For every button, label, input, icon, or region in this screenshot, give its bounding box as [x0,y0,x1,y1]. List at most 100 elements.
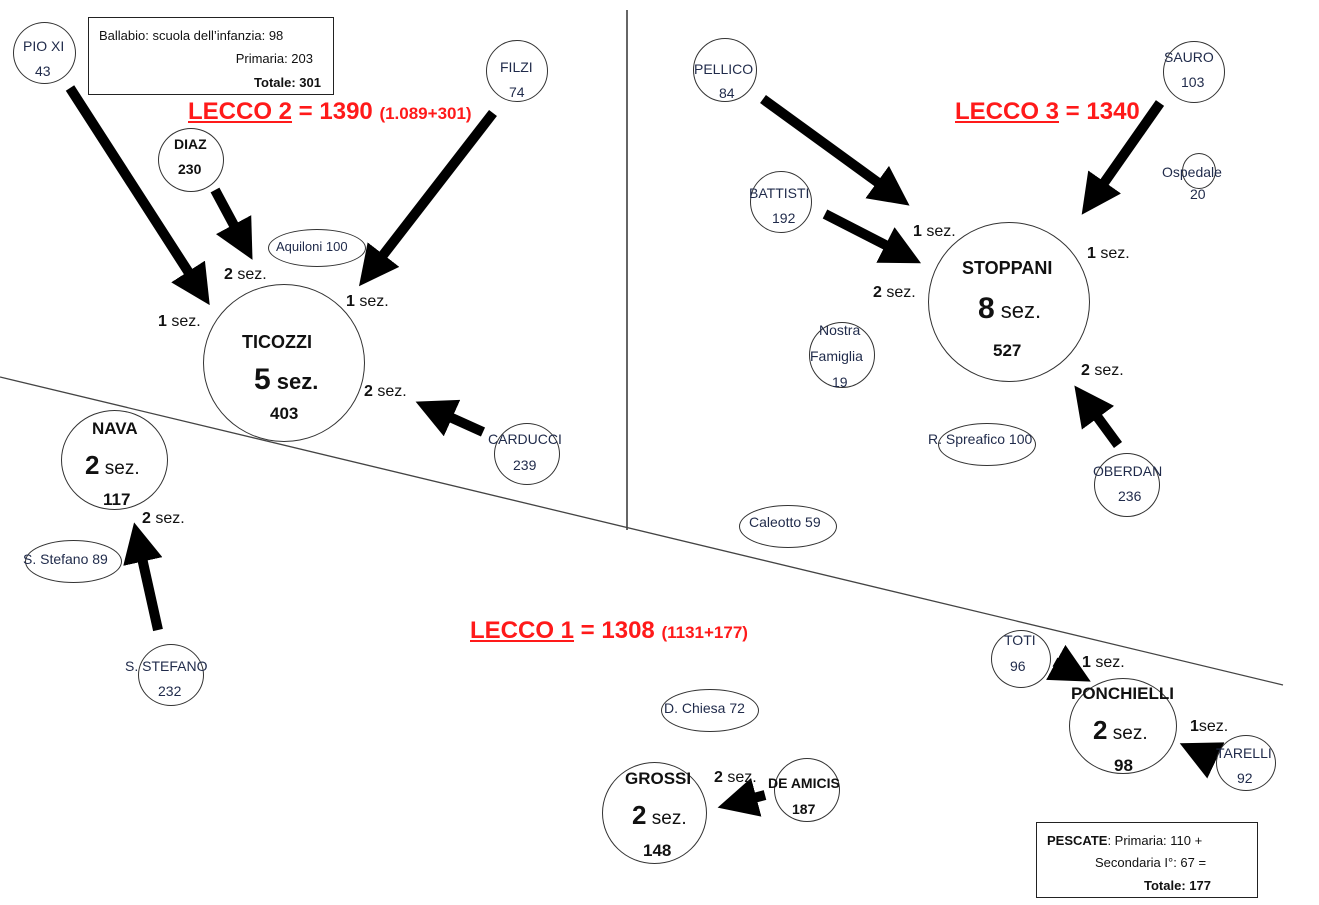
oval-label: Caleotto 59 [749,514,821,530]
school-name: FILZI [500,59,533,75]
school-name: SAURO [1164,49,1214,65]
district-total: = 1340 [1059,98,1140,125]
school-name: DIAZ [174,136,207,152]
oval-spreafico [938,423,1036,466]
arrow-carducci-to-ticozzi [415,399,486,437]
arrow-label-pellico: 1 sez. [913,224,956,240]
school-count: 239 [513,457,537,473]
school-name: S. STEFANO [125,658,208,674]
arrow-label-sauro: 1 sez. [1087,246,1130,262]
sez-unit: sez. [881,284,916,301]
oval-label: D. Chiesa 72 [664,700,745,716]
sez-unit: sez. [354,293,389,310]
hub-sections: 2 sez. [632,802,687,828]
school-count: 236 [1118,488,1142,504]
district-name: LECCO 2 [188,98,293,125]
hub-nava [61,410,168,510]
ballabio-primaria: Primaria: 203 [235,51,313,66]
school-name: Ospedale [1162,164,1222,180]
district-total: = 1308 [574,617,655,644]
ballabio-info-box: Ballabio: scuola dell’infanzia: 98 Prima… [88,17,334,95]
sez-unit: sez. [722,769,757,786]
school-pellico [693,38,757,102]
school-sauro [1163,41,1225,103]
arrow-label-pioxi: 1 sez. [158,314,201,330]
arrow-label-tarelli: 1sez. [1190,719,1228,735]
district-detail: (1131+177) [661,623,748,642]
school-count: 96 [1010,658,1026,674]
sez-unit: sez. [1095,245,1130,262]
hub-sections: 5 sez. [254,365,318,395]
district-name: LECCO 1 [470,617,575,644]
school-name-line2: Famiglia [810,348,863,364]
district-title-lecco2: LECCO 2 = 1390 (1.089+301) [188,100,472,124]
hub-sections: 8 sez. [978,294,1041,324]
hub-name: PONCHIELLI [1071,684,1174,703]
district-divider-diagonal [0,376,1284,686]
hub-sections-unit: sez. [1107,723,1148,744]
school-name: DE AMICIS [768,775,840,791]
arrow-diaz-to-ticozzi [210,187,253,260]
school-count: 84 [719,85,735,101]
arrow-label-diaz: 2 sez. [224,267,267,283]
arrow-filzi-to-ticozzi [358,109,497,287]
pescate-secondaria: Secondaria I°: 67 = [1095,855,1207,870]
oval-label: R. Spreafico 100 [928,431,1033,447]
hub-sections-number: 8 [978,292,995,325]
hub-ticozzi [203,284,365,442]
school-diaz [158,128,224,192]
hub-stoppani [928,222,1090,382]
school-count: 187 [792,801,816,817]
school-count: 43 [35,63,51,79]
school-santostefano [138,644,204,706]
district-title-lecco3: LECCO 3 = 1340 [955,100,1140,124]
arrow-label-oberdan: 2 sez. [1081,363,1124,379]
school-filzi [486,40,548,102]
school-pioxi [13,22,76,84]
sez-unit: sez. [921,223,956,240]
school-count: 74 [509,84,525,100]
school-deamicis [774,758,840,822]
school-name: PELLICO [694,61,754,77]
district-detail: (1.089+301) [379,104,472,123]
arrow-tarelli-to-ponchielli [1179,742,1225,779]
district-total: = 1390 [292,98,373,125]
pescate-primaria: PESCATE: Primaria: 110 + [1047,833,1202,848]
arrow-label-battisti: 2 sez. [873,285,916,301]
hub-sections-number: 5 [254,363,271,396]
arrow-label-toti: 1 sez. [1082,655,1125,671]
school-count: 20 [1190,186,1206,202]
sez-number: 2 [1081,362,1090,379]
school-name: PIO XI [23,38,65,54]
school-name: OBERDAN [1093,463,1163,479]
hub-grossi [602,762,707,864]
sez-number: 1 [346,293,355,310]
sez-number: 2 [224,266,233,283]
arrow-label-filzi: 1 sez. [346,294,389,310]
hub-sections: 2 sez. [85,452,140,478]
hub-name: STOPPANI [962,258,1053,278]
hub-name: NAVA [92,419,138,438]
arrow-pellico-to-stoppani [760,94,910,206]
arrow-battisti-to-stoppani [822,209,922,264]
arrow-santostefano-to-nava [123,522,163,632]
oval-chiesa [661,689,759,732]
hub-sections-unit: sez. [270,369,319,394]
hub-sections: 2 sez. [1093,717,1148,743]
school-name: TARELLI [1216,745,1272,761]
hub-ponchielli [1069,678,1177,774]
pescate-info-box: PESCATE: Primaria: 110 + Secondaria I°: … [1036,822,1258,898]
school-toti [991,630,1051,688]
district-title-lecco1: LECCO 1 = 1308 (1131+177) [470,619,748,643]
hub-count: 148 [643,841,672,860]
school-tarelli [1216,735,1276,791]
arrow-sauro-to-stoppani [1081,100,1165,215]
ballabio-infanzia: Ballabio: scuola dell’infanzia: 98 [99,28,284,43]
sez-number: 2 [873,284,882,301]
arrow-pioxi-to-ticozzi [65,85,210,306]
hub-count: 527 [993,341,1022,360]
sez-unit: sez. [372,383,407,400]
oval-label: Aquiloni 100 [276,239,348,254]
pescate-label: PESCATE [1047,833,1108,848]
school-count: 19 [832,374,848,390]
